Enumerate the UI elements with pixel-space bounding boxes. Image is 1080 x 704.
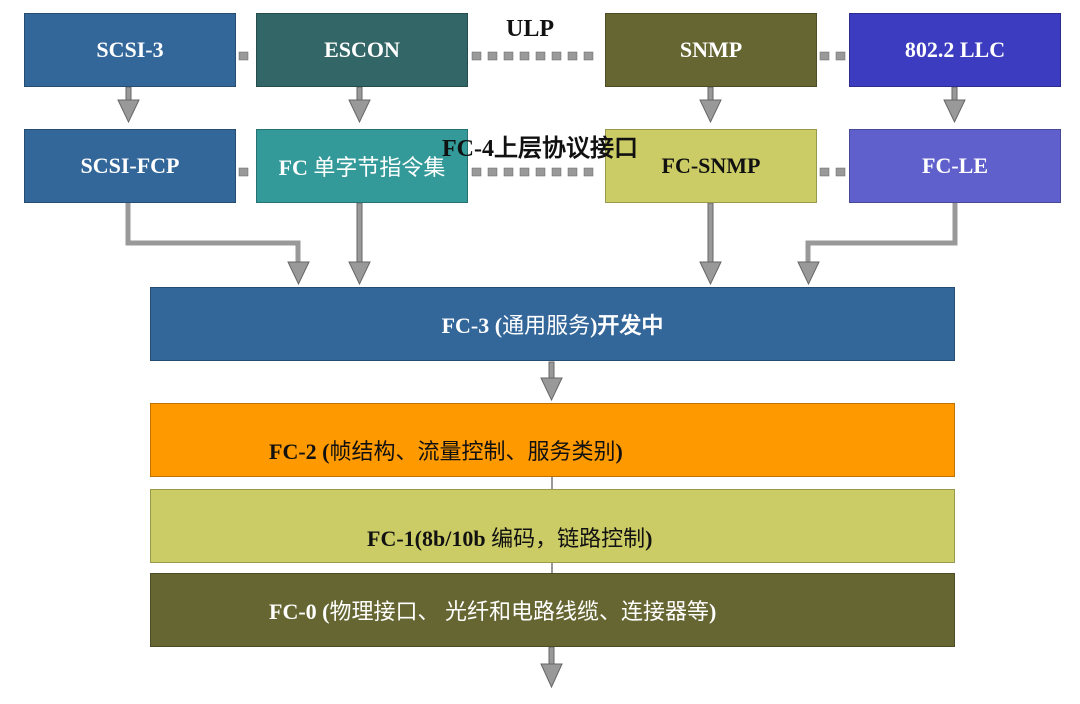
llc-label: 802.2 LLC — [904, 37, 1006, 62]
escon-box: ESCON — [256, 13, 468, 87]
fc2-label: FC-2 (帧结构、流量控制、服务类别) — [269, 434, 623, 466]
fc-le-label: FC-LE — [922, 153, 988, 178]
escon-label: ESCON — [324, 37, 400, 62]
scsi3-box: SCSI-3 — [24, 13, 236, 87]
fc0-prefix: FC-0 ( — [269, 599, 330, 624]
fc-single-byte-suffix: 单字节指令集 — [313, 155, 446, 180]
fc1-suffix: ) — [645, 526, 653, 551]
scsi-fcp-box: SCSI-FCP — [24, 129, 236, 203]
fc3-label: FC-3 (通用服务)开发中 — [442, 308, 664, 340]
fc3-suffix: )开发中 — [590, 313, 664, 338]
fc-single-byte-label: FC 单字节指令集 — [279, 150, 446, 182]
fc2-prefix: FC-2 ( — [269, 439, 330, 464]
llc-box: 802.2 LLC — [849, 13, 1061, 87]
fc0-middle: 物理接口、 光纤和电路线缆、连接器等 — [329, 599, 709, 624]
fc-snmp-label: FC-SNMP — [661, 153, 761, 178]
fc-single-byte-box: FC 单字节指令集 — [256, 129, 468, 203]
fc-single-byte-prefix: FC — [278, 155, 314, 180]
mid-row-links — [238, 167, 846, 177]
fc1-box: FC-1(8b/10b 编码，链路控制) — [150, 489, 955, 563]
fc1-prefix: FC-1(8b/10b — [367, 526, 492, 551]
fc-le-box: FC-LE — [849, 129, 1061, 203]
top-row-links — [238, 51, 846, 61]
fc3-middle: 通用服务 — [502, 313, 591, 338]
fc0-suffix: ) — [709, 599, 717, 624]
snmp-box: SNMP — [605, 13, 817, 87]
scsi-fcp-label: SCSI-FCP — [80, 153, 180, 178]
fc1-middle: 编码，链路控制 — [491, 526, 646, 551]
fc2-box: FC-2 (帧结构、流量控制、服务类别) — [150, 403, 955, 477]
fc-snmp-box: FC-SNMP — [605, 129, 817, 203]
ulp-label: ULP — [506, 16, 554, 42]
fc0-label: FC-0 (物理接口、 光纤和电路线缆、连接器等) — [269, 594, 716, 626]
scsi3-label: SCSI-3 — [96, 37, 164, 62]
fc2-middle: 帧结构、流量控制、服务类别 — [329, 439, 616, 464]
fc1-label: FC-1(8b/10b 编码，链路控制) — [367, 521, 652, 553]
flow-arrows — [117, 86, 966, 689]
fc3-prefix: FC-3 ( — [441, 313, 503, 338]
fc0-box: FC-0 (物理接口、 光纤和电路线缆、连接器等) — [150, 573, 955, 647]
fc4-label: FC-4上层协议接口 — [442, 136, 638, 162]
snmp-label: SNMP — [679, 37, 743, 62]
fc2-suffix: ) — [615, 439, 623, 464]
fc3-box: FC-3 (通用服务)开发中 — [150, 287, 955, 361]
